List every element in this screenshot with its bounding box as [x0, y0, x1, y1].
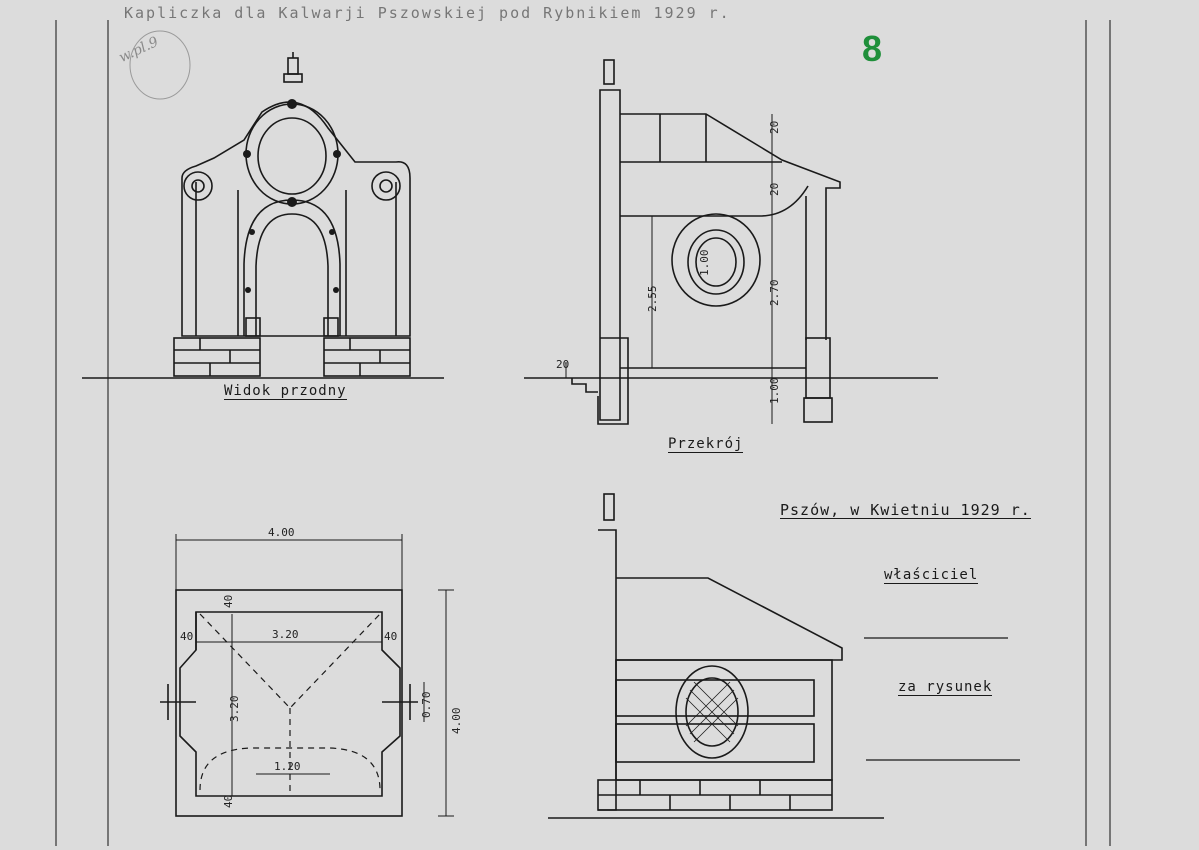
section-view — [524, 59, 938, 425]
section-dim-3: 2.55 — [646, 286, 659, 313]
owner-label: właściciel — [884, 567, 979, 584]
section-dim-2: 20 — [768, 183, 781, 196]
section-dim-1: 20 — [768, 121, 781, 134]
plan-dimension-labels: 4.00 3.20 4.00 0.70 3.20 1.20 40 40 40 4… — [180, 526, 463, 808]
drawing-label: za rysunek — [898, 679, 993, 696]
plan-dim-door: 1.20 — [274, 760, 301, 773]
archive-stamp — [129, 30, 191, 100]
plan-dim-width: 4.00 — [268, 526, 295, 539]
sheet-title: Kapliczka dla Kalwarji Pszowskiej pod Ry… — [124, 4, 731, 22]
section-dim-6: 1.00 — [768, 378, 781, 405]
plan-roof-dashes — [199, 613, 381, 794]
side-window-lattice — [685, 681, 739, 743]
plan-dim-depth: 4.00 — [450, 708, 463, 735]
section-dim-4: 2.70 — [768, 280, 781, 307]
plan-dim-b: 40 — [180, 630, 193, 643]
plan-view — [160, 589, 418, 817]
front-view-caption: Widok przodny — [224, 383, 347, 400]
plan-dim-inner: 3.20 — [272, 628, 299, 641]
sheet-frame — [55, 20, 1111, 846]
place-date: Pszów, w Kwietniu 1929 r. — [780, 501, 1031, 519]
signature-lines — [864, 637, 1020, 761]
plan-dim-c: 40 — [384, 630, 397, 643]
section-caption: Przekrój — [668, 436, 744, 453]
section-dimension-labels: 20 20 2.55 2.70 1.00 1.00 20 — [556, 121, 781, 404]
section-dim-7: 20 — [556, 358, 569, 371]
plan-dim-d: 40 — [222, 795, 235, 808]
front-view — [82, 52, 444, 379]
plan-dim-070: 0.70 — [420, 692, 433, 719]
plan-dim-a: 40 — [222, 595, 235, 608]
side-view — [548, 493, 884, 819]
page-number: 8 — [862, 28, 883, 69]
plan-dim-side: 3.20 — [228, 696, 241, 723]
front-ornaments — [243, 99, 341, 293]
section-dimension-lines — [565, 114, 773, 424]
section-dim-5: 1.00 — [698, 250, 711, 277]
plan-dimension-lines — [175, 534, 454, 817]
